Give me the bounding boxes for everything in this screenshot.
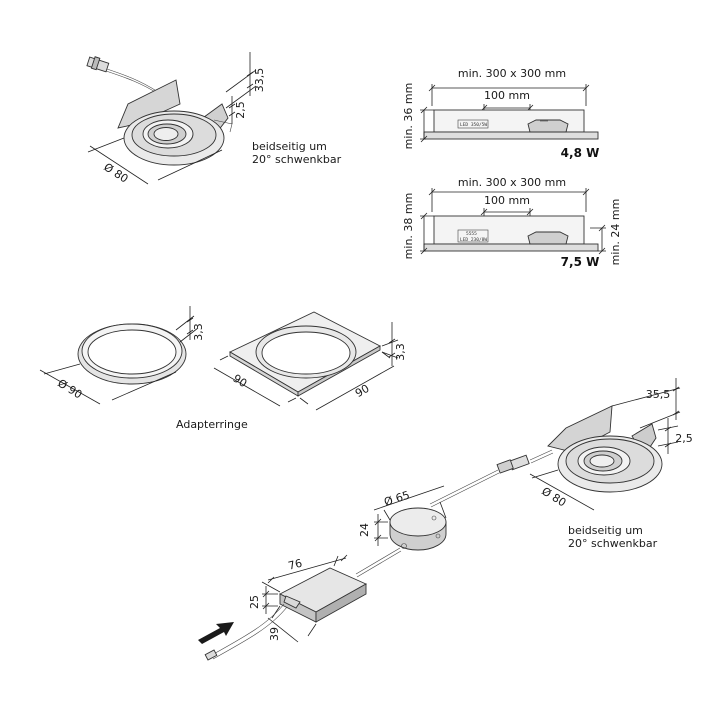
set-tilt-note-line-2: 20° schwenkbar: [568, 537, 658, 550]
install-b-driver-label: LED 230/8W: [460, 237, 487, 243]
distribution-hub: Ø 65 24: [358, 485, 447, 551]
driver-length: 76: [287, 557, 304, 573]
tilt-note-line-1: beidseitig um: [252, 140, 327, 153]
set-spot-height: 35,5: [646, 388, 671, 401]
driver-width: 39: [268, 627, 281, 641]
install-a-power: 4,8 W: [561, 146, 600, 160]
install-a-depth: min. 36 mm: [402, 83, 415, 150]
set-cable-upper: [429, 449, 554, 508]
install-b-depth-right: min. 24 mm: [609, 199, 622, 266]
set-spot-offset: 2,5: [675, 432, 693, 445]
install-a-driver-label: LED 350/5W: [460, 122, 487, 128]
adapter-ring-square: 3,3 90 90: [213, 311, 407, 411]
spot-offset-dim: 2,5: [234, 101, 247, 119]
install-diagram-4-8w: min. 300 x 300 mm 100 mm LED 350/5W min.…: [402, 67, 599, 160]
driver-height: 25: [248, 595, 261, 609]
install-b-driver-top-label: 5555: [466, 231, 477, 237]
square-ring-width: 90: [230, 372, 249, 390]
square-ring-height: 3,3: [394, 343, 407, 361]
spot-cable: [86, 56, 161, 96]
install-diagram-7-5w: min. 300 x 300 mm 100 mm 5555 LED 230/8W…: [402, 176, 622, 269]
install-b-power: 7,5 W: [561, 255, 600, 269]
tilt-note-line-2: 20° schwenkbar: [252, 153, 342, 166]
install-a-spacing: 100 mm: [484, 89, 530, 102]
led-driver: 76 25 39: [248, 554, 368, 643]
arrow-right-icon: [198, 622, 234, 644]
adapter-ring-round: 3,3 Ø 90: [39, 306, 205, 405]
install-b-width: min. 300 x 300 mm: [458, 176, 566, 189]
mains-cable: [204, 603, 288, 661]
hub-diameter: Ø 65: [382, 488, 411, 508]
spot-diameter-dim: Ø 80: [101, 160, 130, 185]
install-b-spacing: 100 mm: [484, 194, 530, 207]
install-b-depth-left: min. 38 mm: [402, 193, 415, 260]
spotlight-set-right: 35,5 2,5 Ø 80 beidseitig um 20° schwenkb…: [529, 378, 693, 550]
round-ring-diameter: Ø 90: [55, 377, 84, 402]
round-ring-height: 3,3: [192, 323, 205, 341]
spot-height-dim: 33,5: [253, 68, 266, 93]
hub-height: 24: [358, 523, 371, 537]
square-ring-depth: 90: [353, 382, 372, 400]
set-spot-diameter: Ø 80: [539, 485, 568, 510]
install-a-width: min. 300 x 300 mm: [458, 67, 566, 80]
spotlight-top-left: 33,5 2,5 Ø 80 beidseitig um 20° schwenkb…: [86, 52, 342, 186]
set-tilt-note-line-1: beidseitig um: [568, 524, 643, 537]
adapter-caption: Adapterringe: [176, 418, 248, 431]
